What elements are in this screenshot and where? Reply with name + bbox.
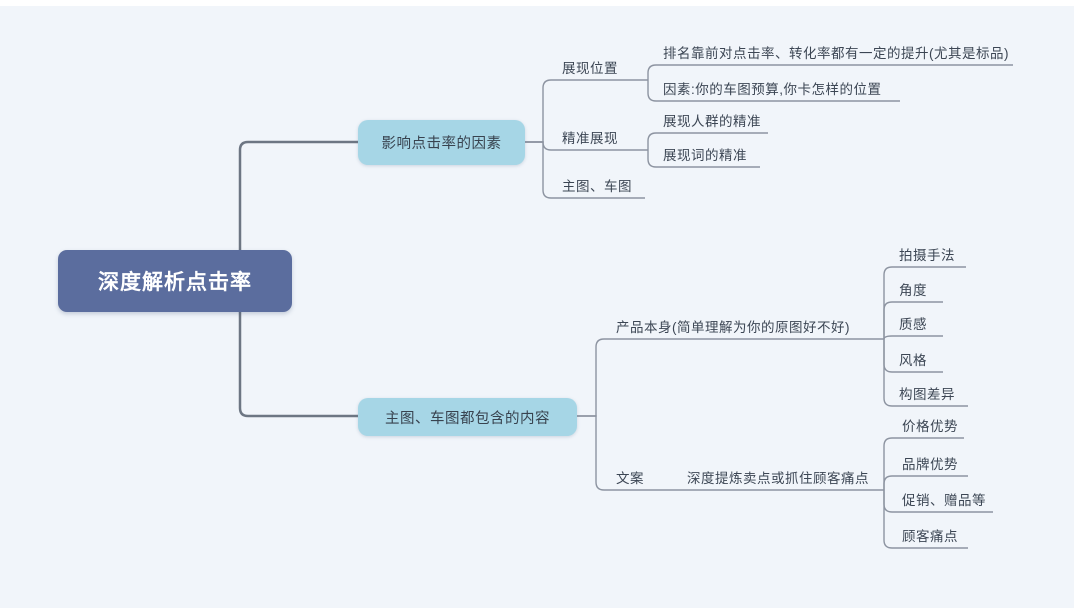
connector-brand-advantage (883, 475, 968, 490)
connector-root-branch1 (238, 140, 360, 252)
connector-main-image (525, 141, 645, 199)
branch1-connectors (525, 64, 1013, 199)
node-main-image[interactable]: 主图、车图 (562, 179, 632, 194)
connector-shooting-technique (883, 266, 966, 339)
node-audience-precision[interactable]: 展现人群的精准 (663, 114, 761, 129)
node-display-position[interactable]: 展现位置 (562, 61, 618, 76)
node-brand-advantage[interactable]: 品牌优势 (902, 457, 958, 472)
node-texture[interactable]: 质感 (899, 317, 927, 332)
connector-factor-note (647, 80, 900, 102)
connector-customer-painpoint (883, 490, 968, 549)
node-copywriting[interactable]: 文案 (616, 471, 644, 486)
node-composition[interactable]: 构图差异 (899, 387, 955, 402)
node-style[interactable]: 风格 (899, 353, 927, 368)
node-copywriting-note: 深度提炼卖点或抓住顾客痛点 (687, 471, 869, 486)
page-top-edge (0, 0, 1074, 6)
node-angle[interactable]: 角度 (899, 283, 927, 298)
node-promotion[interactable]: 促销、赠品等 (902, 493, 986, 508)
node-product-itself[interactable]: 产品本身(简单理解为你的原图好不好) (616, 320, 850, 335)
connector-angle (883, 301, 943, 339)
connector-texture (883, 335, 943, 340)
root-node[interactable]: 深度解析点击率 (58, 250, 292, 312)
connector-price-advantage (883, 437, 964, 490)
node-customer-painpoint[interactable]: 顾客痛点 (902, 529, 958, 544)
connector-product-itself (577, 338, 884, 417)
connector-keyword-precision (647, 150, 760, 168)
connector-ranking-note (647, 64, 1013, 80)
branch-node-image-content[interactable]: 主图、车图都包含的内容 (358, 398, 577, 436)
node-price-advantage[interactable]: 价格优势 (902, 419, 958, 434)
connector-copywriting (577, 415, 884, 491)
node-precise-display[interactable]: 精准展现 (562, 131, 618, 146)
node-ranking-note[interactable]: 排名靠前对点击率、转化率都有一定的提升(尤其是标品) (663, 46, 1009, 61)
node-factor-note[interactable]: 因素:你的车图预算,你卡怎样的位置 (663, 82, 882, 97)
root-connectors (238, 140, 360, 418)
branch-node-click-rate-factors[interactable]: 影响点击率的因素 (358, 120, 525, 165)
node-shooting-technique[interactable]: 拍摄手法 (899, 248, 955, 263)
connector-audience-precision (647, 132, 768, 150)
connector-composition (883, 339, 968, 407)
node-keyword-precision[interactable]: 展现词的精准 (663, 148, 747, 163)
connector-root-branch2 (238, 310, 360, 418)
connector-display-position (525, 79, 648, 143)
branch2-connectors (577, 266, 993, 549)
